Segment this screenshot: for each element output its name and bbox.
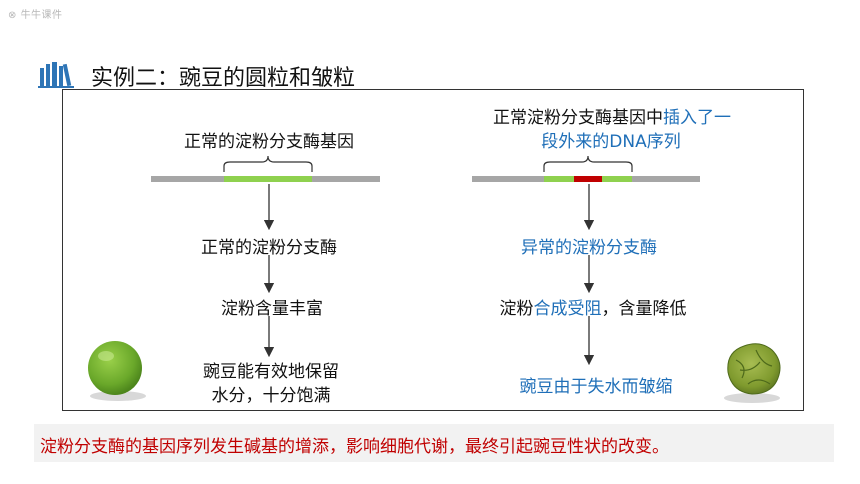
left-step-enzyme: 正常的淀粉分支酶 (201, 238, 337, 258)
right-step-starch: 淀粉合成受阻，含量降低 (499, 299, 687, 319)
left-step-result-line1: 豌豆能有效地保留 (203, 362, 339, 382)
brand-logo-icon: ⊗ (8, 10, 21, 21)
left-gene-label: 正常的淀粉分支酶基因 (184, 132, 354, 152)
right-gene-brace (543, 155, 633, 172)
left-step-starch: 淀粉含量丰富 (221, 299, 323, 319)
content-box (62, 89, 804, 411)
wrinkled-pea-image (724, 343, 781, 403)
right-gene-label-line1: 正常淀粉分支酶基因中插入了一 (493, 108, 731, 128)
conclusion-text: 淀粉分支酶的基因序列发生碱基的增添，影响细胞代谢，最终引起豌豆性状的改变。 (40, 437, 669, 457)
left-chromosome (151, 176, 380, 182)
books-icon (38, 62, 74, 88)
brand-logo: ⊗ 牛牛课件 (8, 10, 63, 21)
conclusion-bar (34, 424, 834, 462)
right-gene-label-line2: 段外来的DNA序列 (541, 132, 681, 152)
left-gene-brace (223, 155, 313, 172)
page-title: 实例二：豌豆的圆粒和皱粒 (91, 66, 356, 91)
left-step-result-line2: 水分，十分饱满 (211, 386, 331, 406)
right-step-enzyme: 异常的淀粉分支酶 (521, 238, 657, 258)
round-pea-image (88, 341, 146, 401)
right-chromosome (472, 176, 700, 182)
right-step-result: 豌豆由于失水而皱缩 (519, 377, 673, 397)
